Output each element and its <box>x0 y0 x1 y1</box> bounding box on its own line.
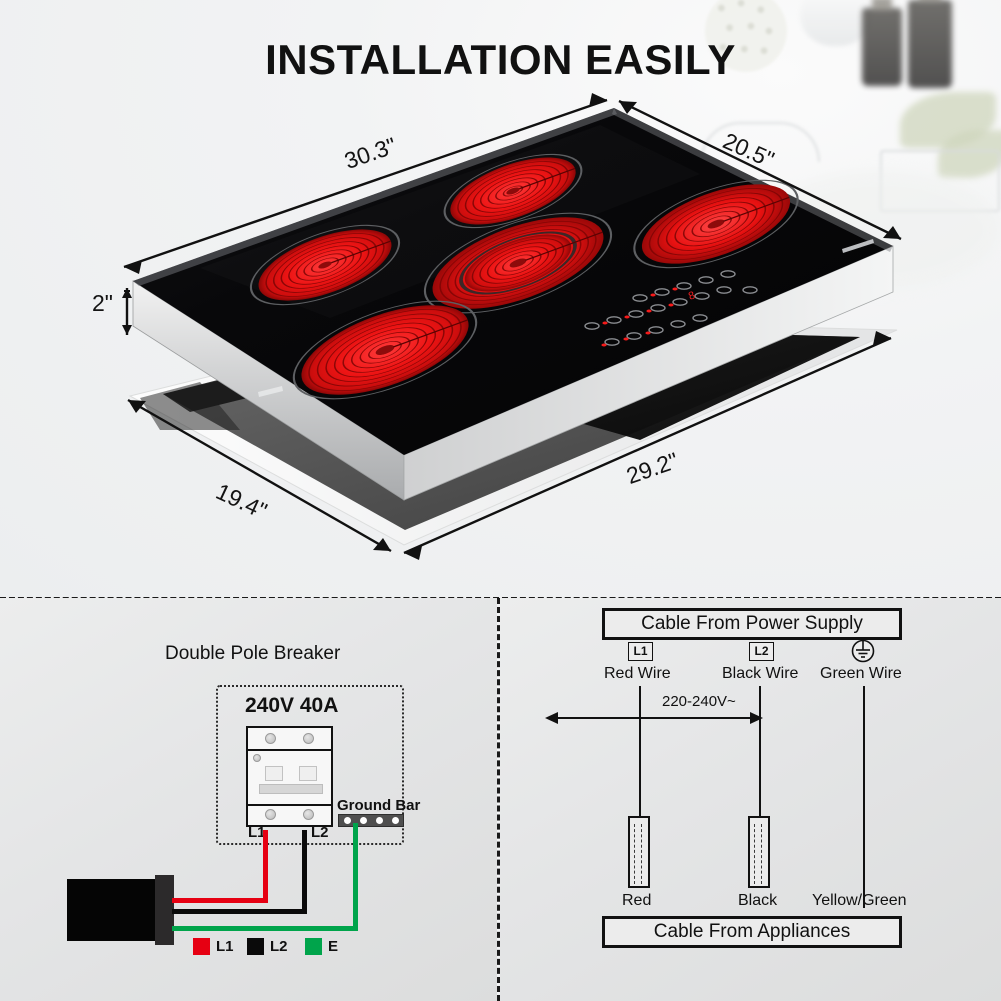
cooktop-svg: 8 <box>122 93 902 560</box>
breaker-device <box>246 726 333 827</box>
ground-bar <box>338 814 404 827</box>
burner-left <box>249 224 401 306</box>
svg-text:8: 8 <box>687 289 697 302</box>
pan-badge <box>258 386 283 397</box>
voltage-label: 220-240V~ <box>662 693 736 710</box>
ground-icon <box>851 639 875 663</box>
breaker-terminal-l1: L1 <box>248 824 266 841</box>
appliance-terminal-black <box>748 816 770 888</box>
brand-badge <box>842 239 874 253</box>
backdrop-garlic <box>705 0 787 72</box>
backdrop-bowl <box>800 0 872 46</box>
dimension-height-side: 2" <box>92 290 113 316</box>
supply-wire-green-label: Green Wire <box>820 665 902 682</box>
burner-right <box>633 179 799 269</box>
legend-label-l2: L2 <box>270 938 288 955</box>
conductor-line-black <box>759 686 761 819</box>
divider-vertical <box>497 598 500 1001</box>
wire-l1-red <box>172 898 268 903</box>
ground-bar-hole <box>391 817 399 824</box>
appliance-connector <box>155 875 174 945</box>
ground-bar-label: Ground Bar <box>337 797 421 814</box>
ground-bar-hole <box>343 817 351 824</box>
appliance-wire-yellowgreen-label: Yellow/Green <box>812 892 907 909</box>
legend-swatch-e <box>305 938 322 955</box>
cable-from-power-supply-box: Cable From Power Supply <box>602 608 902 640</box>
breaker-rating: 240V 40A <box>245 694 339 717</box>
wire-e-green <box>172 926 358 931</box>
ground-bar-hole <box>359 817 367 824</box>
page-title: INSTALLATION EASILY <box>265 36 736 83</box>
terminal-tag-l2: L2 <box>749 642 774 661</box>
wire-e-green-vert <box>353 823 358 928</box>
ground-bar-hole <box>375 817 383 824</box>
hero-section: INSTALLATION EASILY <box>0 0 1001 598</box>
dimension-lines <box>122 93 902 560</box>
burner-front-left <box>292 300 478 400</box>
touch-control-panel: 8 <box>584 270 758 347</box>
voltage-dimension-arrow <box>545 712 763 724</box>
wire-l2-black-vert <box>302 830 307 910</box>
breaker-enclosure <box>216 685 404 845</box>
cable-from-appliances-box: Cable From Appliances <box>602 916 902 948</box>
appliance-wire-red-label: Red <box>622 892 652 909</box>
backdrop-jar-2 <box>908 0 952 88</box>
wire-l2-black <box>172 909 307 914</box>
legend-swatch-l1 <box>193 938 210 955</box>
burner-center-dual <box>423 212 613 314</box>
burner-rear-center <box>443 153 583 229</box>
wiring-diagram-panel: Cable From Power Supply L1 L2 Red Wire B… <box>500 598 1001 1001</box>
breaker-terminal-l2: L2 <box>311 824 329 841</box>
appliance-terminal-red <box>628 816 650 888</box>
supply-wire-black-label: Black Wire <box>722 665 799 682</box>
appliance-wire-black-label: Black <box>738 892 778 909</box>
breaker-panel: Double Pole Breaker 240V 40A L1 L2 Groun… <box>0 598 497 1001</box>
supply-wire-red-label: Red Wire <box>604 665 671 682</box>
conductor-line-green <box>863 686 865 908</box>
backdrop-jar-1 <box>862 0 902 86</box>
legend-label-l1: L1 <box>216 938 234 955</box>
terminal-tag-l1: L1 <box>628 642 653 661</box>
legend-swatch-l2 <box>247 938 264 955</box>
conductor-line-red <box>639 686 641 819</box>
appliance-block <box>67 879 159 941</box>
breaker-panel-title: Double Pole Breaker <box>165 643 341 664</box>
cooktop-illustration: 8 <box>92 93 902 560</box>
legend-label-e: E <box>328 938 339 955</box>
wire-l1-red-vert <box>263 830 268 900</box>
